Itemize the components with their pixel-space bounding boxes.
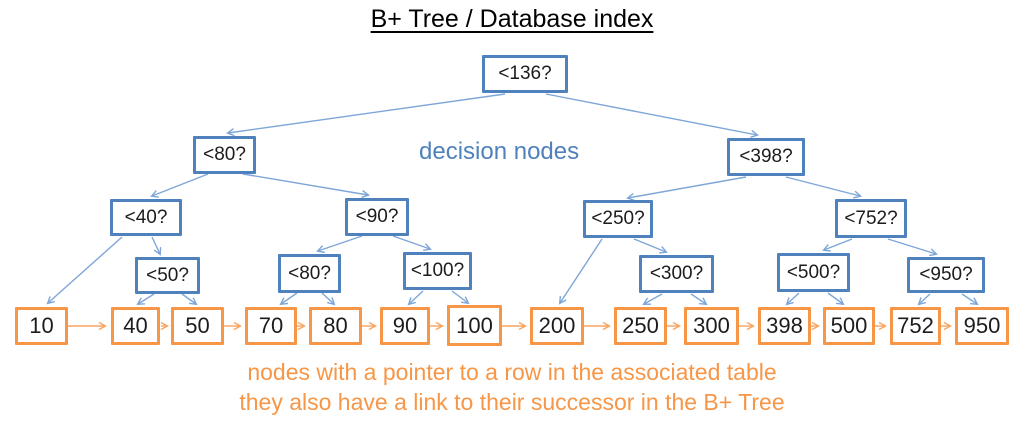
- decision-edges: [48, 93, 977, 304]
- decision-node-50: <50?: [135, 257, 200, 294]
- decision-node-80b: <80?: [278, 254, 341, 293]
- leaf-node-200: 200: [530, 307, 584, 345]
- decision-node-300: <300?: [639, 255, 714, 293]
- leaf-node-100: 100: [447, 305, 502, 346]
- decision-node-398: <398?: [727, 138, 805, 176]
- decision-node-250: <250?: [583, 200, 653, 238]
- leaf-node-500: 500: [823, 307, 875, 345]
- leaf-node-90: 90: [380, 307, 430, 345]
- leaf-node-40: 40: [111, 307, 160, 345]
- leaf-node-398: 398: [758, 307, 811, 345]
- decision-node-80: <80?: [193, 136, 256, 174]
- leaf-node-250: 250: [614, 307, 667, 345]
- decision-node-40: <40?: [110, 199, 182, 236]
- decision-node-500: <500?: [777, 253, 850, 292]
- leaf-caption-line1: nodes with a pointer to a row in the ass…: [247, 359, 777, 385]
- leaf-node-10: 10: [15, 307, 68, 345]
- leaf-node-50: 50: [171, 307, 224, 345]
- decision-node-136: <136?: [482, 55, 568, 93]
- decision-node-100: <100?: [403, 252, 472, 290]
- leaf-node-70: 70: [245, 307, 297, 345]
- decision-node-90: <90?: [345, 198, 409, 236]
- leaf-node-752: 752: [890, 307, 941, 345]
- decision-nodes-annotation: decision nodes: [419, 138, 580, 165]
- page-title-text: B+ Tree / Database index: [370, 5, 654, 33]
- decision-node-950: <950?: [907, 257, 985, 293]
- leaf-caption-line2: they also have a link to their successor…: [239, 389, 785, 415]
- leaf-node-80: 80: [309, 307, 362, 345]
- leaf-node-950: 950: [955, 307, 1009, 345]
- page-title: B+ Tree / Database index: [0, 5, 1024, 34]
- decision-node-752: <752?: [835, 199, 907, 238]
- leaf-node-300: 300: [684, 307, 739, 345]
